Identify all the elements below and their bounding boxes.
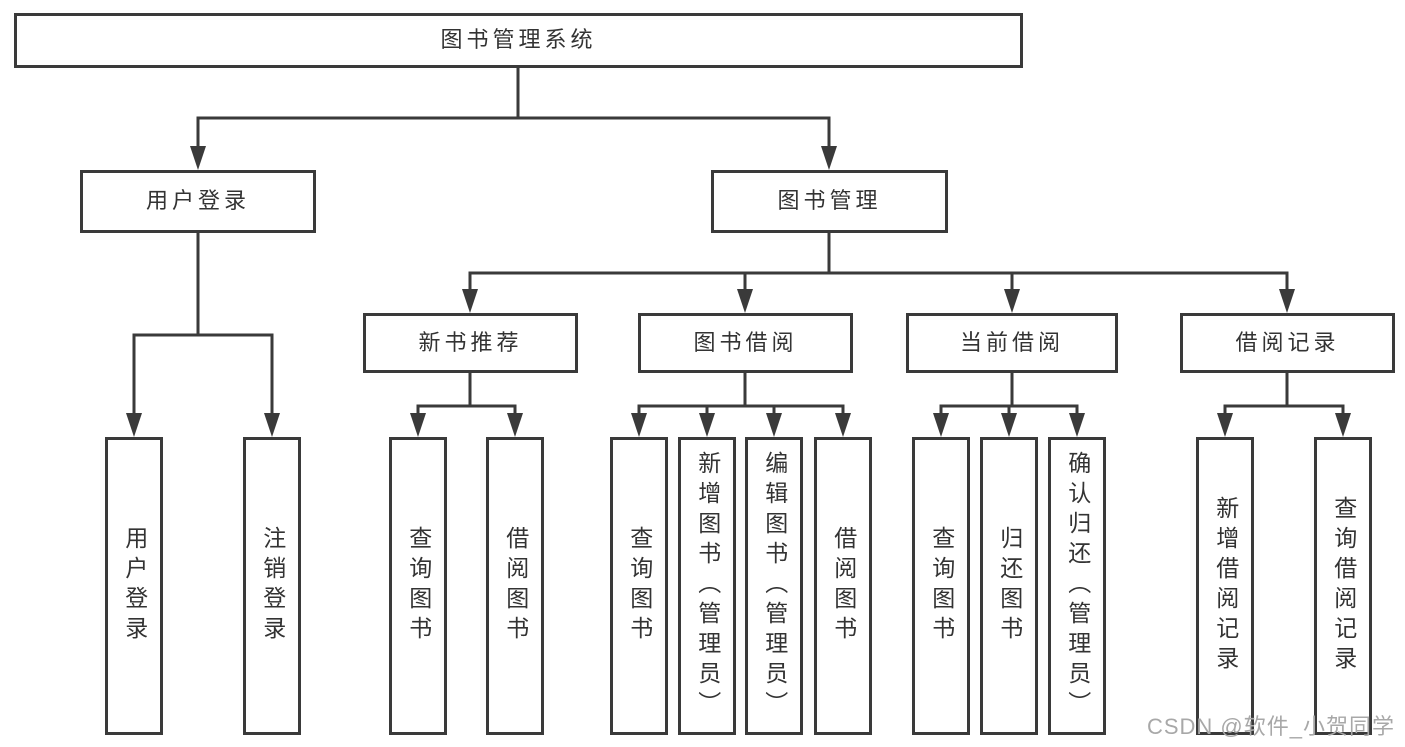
node-book-management-label: 图书管理 bbox=[777, 188, 882, 214]
node-new-book-recommend-label: 新书推荐 bbox=[418, 329, 523, 355]
node-current-borrow: 当前借阅 bbox=[906, 313, 1118, 373]
node-user-login: 用户登录 bbox=[80, 170, 316, 233]
node-borrow-records: 借阅记录 bbox=[1180, 313, 1395, 373]
csdn-watermark: CSDN @软件_小贺同学 bbox=[1146, 714, 1395, 739]
leaf-recommend-query-books: 查询图书 bbox=[389, 437, 447, 735]
leaf-current-confirm-return: 确认归还（管理员） bbox=[1048, 437, 1106, 735]
leaf-recommend-borrow-books-label: 借阅图书 bbox=[502, 526, 529, 646]
leaf-current-confirm-return-label: 确认归还（管理员） bbox=[1064, 451, 1091, 721]
node-book-management: 图书管理 bbox=[711, 170, 948, 233]
node-root-system: 图书管理系统 bbox=[14, 13, 1023, 68]
leaf-borrow-add-books-label: 新增图书（管理员） bbox=[694, 451, 721, 721]
leaf-borrow-query-books: 查询图书 bbox=[610, 437, 668, 735]
leaf-borrow-add-books: 新增图书（管理员） bbox=[678, 437, 736, 735]
node-root-system-label: 图书管理系统 bbox=[440, 27, 597, 53]
leaf-logout-label: 注销登录 bbox=[259, 526, 286, 646]
leaf-recommend-borrow-books: 借阅图书 bbox=[486, 437, 544, 735]
leaf-borrow-query-books-label: 查询图书 bbox=[626, 526, 653, 646]
node-borrow-records-label: 借阅记录 bbox=[1235, 329, 1340, 355]
leaf-user-login: 用户登录 bbox=[105, 437, 163, 735]
leaf-records-query-record-label: 查询借阅记录 bbox=[1330, 496, 1357, 676]
leaf-records-add-record-label: 新增借阅记录 bbox=[1212, 496, 1239, 676]
leaf-borrow-edit-books: 编辑图书（管理员） bbox=[745, 437, 803, 735]
node-book-borrow-label: 图书借阅 bbox=[693, 329, 798, 355]
node-user-login-label: 用户登录 bbox=[145, 188, 250, 214]
leaf-current-query-books-label: 查询图书 bbox=[928, 526, 955, 646]
leaf-borrow-borrow-books-label: 借阅图书 bbox=[830, 526, 857, 646]
leaf-user-login-label: 用户登录 bbox=[121, 526, 148, 646]
leaf-logout: 注销登录 bbox=[243, 437, 301, 735]
leaf-records-add-record: 新增借阅记录 bbox=[1196, 437, 1254, 735]
leaf-records-query-record: 查询借阅记录 bbox=[1314, 437, 1372, 735]
leaf-borrow-edit-books-label: 编辑图书（管理员） bbox=[761, 451, 788, 721]
leaf-recommend-query-books-label: 查询图书 bbox=[405, 526, 432, 646]
leaf-current-query-books: 查询图书 bbox=[912, 437, 970, 735]
node-current-borrow-label: 当前借阅 bbox=[959, 329, 1064, 355]
node-new-book-recommend: 新书推荐 bbox=[363, 313, 578, 373]
leaf-current-return-books-label: 归还图书 bbox=[996, 526, 1023, 646]
leaf-current-return-books: 归还图书 bbox=[980, 437, 1038, 735]
node-book-borrow: 图书借阅 bbox=[638, 313, 853, 373]
leaf-borrow-borrow-books: 借阅图书 bbox=[814, 437, 872, 735]
